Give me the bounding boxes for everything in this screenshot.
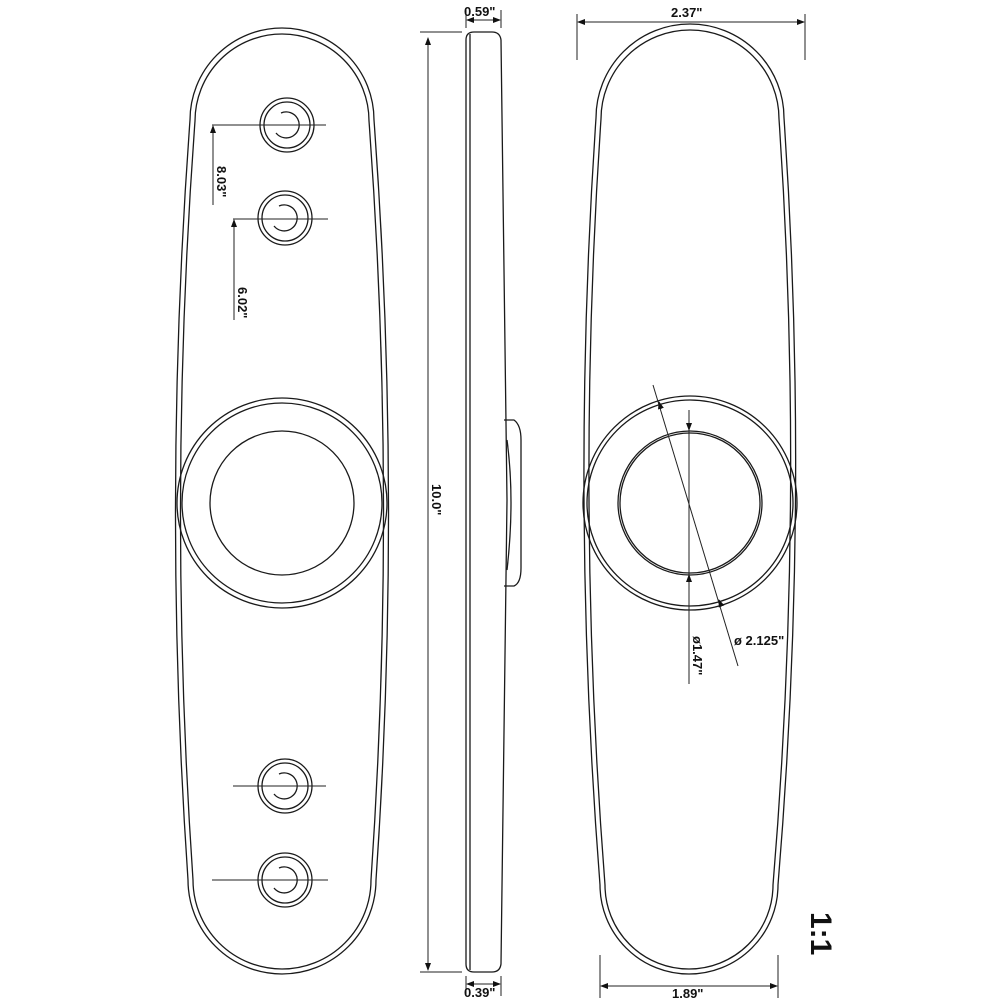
- dim-label-6-02: 6.02": [235, 287, 250, 318]
- dimension-0-59: 0.59": [464, 4, 502, 28]
- dimension-diameter-1-47: ø1.47": [686, 410, 705, 684]
- dim-label-0-59: 0.59": [464, 4, 495, 19]
- dim-label-1-89: 1.89": [672, 986, 703, 1000]
- dim-label-10-0: 10.0": [429, 484, 444, 515]
- front-view-plate: 8.03" 6.02": [174, 27, 390, 975]
- dim-label-8-03: 8.03": [214, 166, 229, 197]
- dim-label-2-125: ø 2.125": [734, 633, 784, 648]
- large-boss: [176, 397, 388, 609]
- dimension-1-89: 1.89": [599, 955, 779, 1000]
- dimension-10-0: 10.0": [420, 31, 462, 973]
- dim-label-2-37: 2.37": [671, 5, 702, 20]
- side-view: 10.0" 0.59" 0.39": [420, 4, 522, 1000]
- dimension-8-03: 8.03": [210, 124, 326, 205]
- dimension-6-02: 6.02": [231, 218, 328, 320]
- scale-label: 1:1: [804, 912, 837, 955]
- dim-label-0-39: 0.39": [464, 985, 495, 1000]
- dimension-diameter-2-125: ø 2.125": [652, 384, 784, 667]
- dimension-0-39: 0.39": [464, 976, 502, 1000]
- dim-label-1-47: ø1.47": [690, 636, 705, 675]
- dimension-2-37: 2.37": [576, 5, 806, 60]
- rear-view-plate: ø 2.125" ø1.47" 2.37" 1.89": [576, 5, 806, 1000]
